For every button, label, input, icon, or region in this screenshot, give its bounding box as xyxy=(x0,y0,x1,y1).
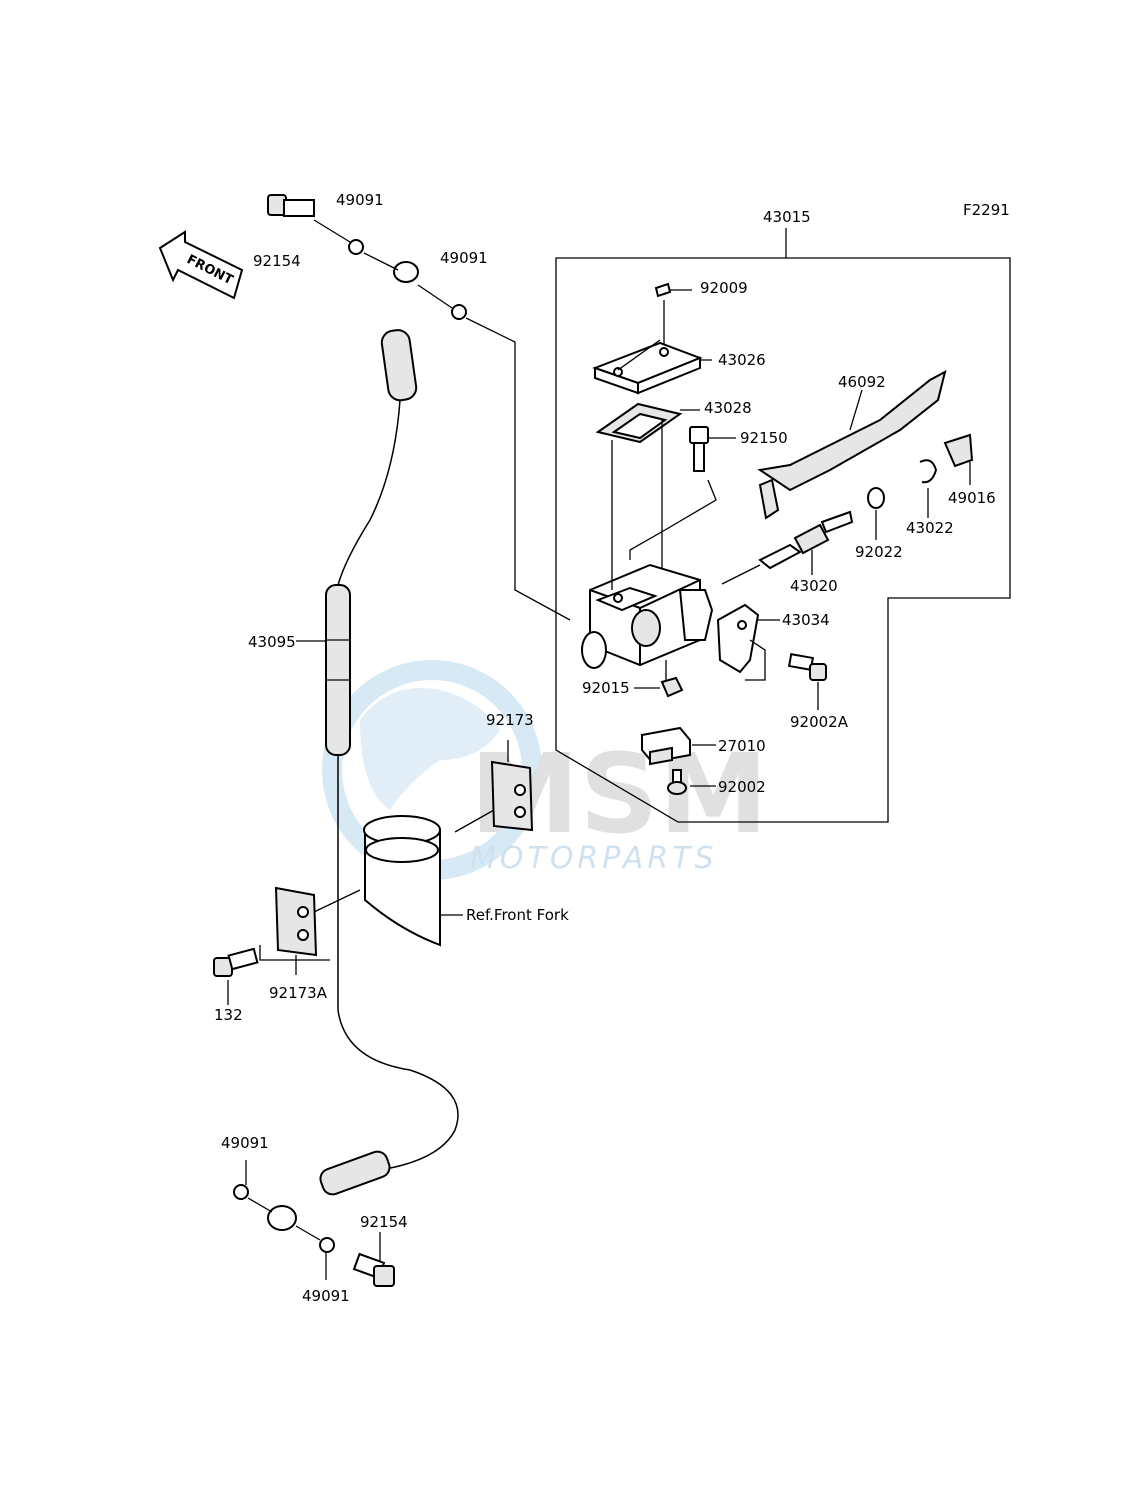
reservoir-cap xyxy=(592,341,703,395)
label-92015: 92015 xyxy=(582,679,630,697)
brake-lever xyxy=(757,370,947,520)
master-cylinder-body xyxy=(581,563,714,669)
washer-top-a xyxy=(348,239,364,255)
label-43028: 43028 xyxy=(704,399,752,417)
washer-bottom-b xyxy=(319,1237,335,1253)
hose-leaders-top xyxy=(363,252,571,621)
label-43026: 43026 xyxy=(718,351,766,369)
label-49091-c: 49091 xyxy=(221,1134,269,1152)
leaders-body xyxy=(611,420,663,590)
label-92002A: 92002A xyxy=(790,713,849,731)
leader-92015 xyxy=(634,660,667,689)
washer-top-b xyxy=(451,304,467,320)
front-arrow-icon: FRONT xyxy=(158,230,244,300)
label-49091-b: 49091 xyxy=(440,249,488,267)
label-132: 132 xyxy=(214,1006,243,1024)
screw-92009 xyxy=(654,282,692,298)
hose-leaders-bottom xyxy=(245,1160,327,1280)
label-49091-a: 49091 xyxy=(336,191,384,209)
label-92154-top: 92154 xyxy=(253,252,301,270)
label-46092: 46092 xyxy=(838,373,886,391)
watermark-sub-text: MOTORPARTS xyxy=(470,841,718,876)
label-43095: 43095 xyxy=(248,633,296,651)
handlebar-clamp-43034 xyxy=(716,603,780,681)
label-92173A: 92173A xyxy=(269,984,328,1002)
part-labels: 43015 92009 43026 43028 92150 46092 4901… xyxy=(214,191,996,1305)
diaphragm xyxy=(595,402,683,444)
label-43015: 43015 xyxy=(763,208,811,226)
front-fork-tube xyxy=(363,815,441,947)
label-43034: 43034 xyxy=(782,611,830,629)
washer-92022 xyxy=(867,487,885,509)
brake-switch-27010 xyxy=(641,726,716,766)
circlip-43022 xyxy=(919,459,938,484)
label-92022: 92022 xyxy=(855,543,903,561)
label-43020: 43020 xyxy=(790,577,838,595)
label-ref-front-fork: Ref.Front Fork xyxy=(466,906,569,924)
pivot-bolt-92150 xyxy=(629,426,736,560)
bolt-132 xyxy=(213,947,259,1005)
label-27010: 27010 xyxy=(718,737,766,755)
hose-clamp-92173A xyxy=(259,886,361,975)
washer-bottom-a xyxy=(233,1184,249,1200)
brake-hose xyxy=(267,261,459,1231)
label-49091-d: 49091 xyxy=(302,1287,350,1305)
label-49016: 49016 xyxy=(948,489,996,507)
nut-92015 xyxy=(660,676,684,698)
leaders-reservoir xyxy=(617,300,712,411)
clamp-bolt-92002A xyxy=(787,653,827,710)
label-92154-bottom: 92154 xyxy=(360,1213,408,1231)
piston-assembly-43020 xyxy=(721,510,854,585)
label-43022: 43022 xyxy=(906,519,954,537)
lever-cap-49016 xyxy=(943,433,974,468)
label-92009: 92009 xyxy=(700,279,748,297)
label-92002: 92002 xyxy=(718,778,766,796)
banjo-bolt-bottom xyxy=(352,1232,395,1287)
assembly-outline xyxy=(555,257,1011,823)
label-92150: 92150 xyxy=(740,429,788,447)
banjo-bolt-top xyxy=(267,194,351,243)
switch-screw-92002 xyxy=(667,769,716,795)
hose-clamp-92173 xyxy=(454,740,534,833)
diagram-code: F2291 xyxy=(963,201,1010,219)
label-92173: 92173 xyxy=(486,711,534,729)
